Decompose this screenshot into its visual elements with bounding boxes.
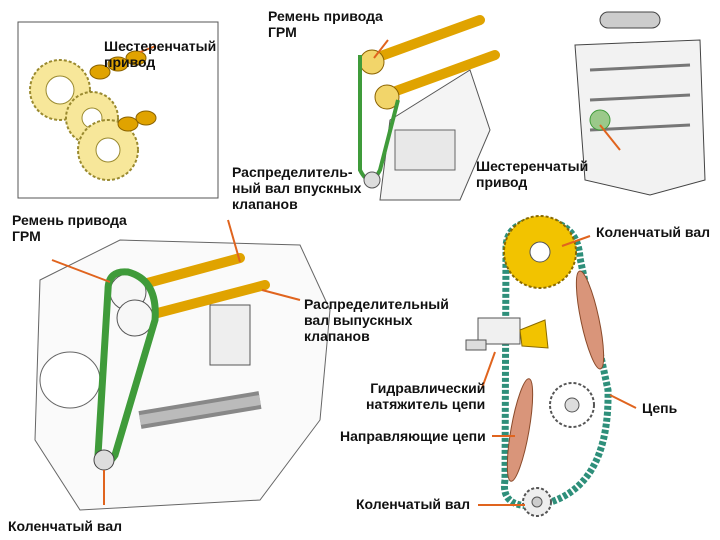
label-gear-drive-engine: Шестеренчатый привод bbox=[476, 158, 589, 190]
crankshaft-illustration bbox=[138, 391, 262, 429]
gear-drive-illustration bbox=[17, 21, 219, 199]
chain-sprocket bbox=[549, 382, 595, 428]
engine-cutaway-illustration bbox=[574, 11, 706, 196]
label-timing-belt-top: Ремень привода ГРМ bbox=[268, 8, 383, 40]
label-gear-drive-inset: Шестеренчатый привод bbox=[104, 38, 217, 70]
crankshaft-sprocket-top bbox=[503, 215, 577, 289]
label-chain: Цепь bbox=[642, 400, 678, 416]
hydraulic-tensioner-icon bbox=[465, 317, 549, 351]
label-crankshaft-bottom-left: Коленчатый вал bbox=[8, 518, 123, 534]
belt-engine-illustration bbox=[358, 15, 500, 201]
label-exhaust-camshaft: Распределительный вал выпускных клапанов bbox=[304, 296, 449, 344]
label-intake-camshaft: Распределитель- ный вал впускных клапано… bbox=[232, 164, 362, 212]
label-crankshaft-top-right: Коленчатый вал bbox=[596, 224, 711, 240]
label-chain-guides: Направляющие цепи bbox=[340, 428, 486, 444]
engine-belt-illustration bbox=[34, 219, 331, 511]
chain-drive-illustration bbox=[465, 215, 637, 517]
label-crankshaft-sprocket: Коленчатый вал bbox=[356, 496, 471, 512]
label-timing-belt-left: Ремень привода ГРМ bbox=[12, 212, 127, 244]
label-hydraulic-tensioner: Гидравлический натяжитель цепи bbox=[366, 380, 486, 412]
crankshaft-sprocket-bottom bbox=[522, 487, 552, 517]
